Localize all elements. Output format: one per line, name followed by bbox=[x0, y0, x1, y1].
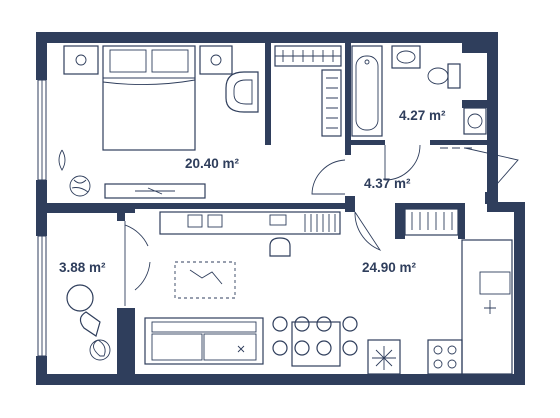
wardrobe-icon bbox=[274, 45, 342, 137]
sofa-icon bbox=[144, 317, 264, 365]
rug-icon bbox=[174, 261, 236, 299]
armchair-icon bbox=[269, 237, 291, 257]
desk-icon bbox=[159, 211, 341, 235]
window-icon bbox=[490, 212, 514, 222]
bed-icon bbox=[102, 45, 196, 151]
dining-table-icon bbox=[272, 316, 358, 367]
bathtub-icon bbox=[351, 45, 383, 137]
sink-icon bbox=[391, 45, 421, 69]
dresser-icon bbox=[104, 183, 206, 199]
stove-icon bbox=[427, 339, 463, 375]
nightstand-icon bbox=[63, 45, 233, 75]
door-icon bbox=[384, 144, 519, 193]
area-label-bedroom: 20.40 m² bbox=[185, 156, 240, 171]
washer-icon bbox=[463, 107, 487, 135]
window-icon bbox=[37, 79, 47, 357]
area-label-living-kitchen: 24.90 m² bbox=[362, 260, 417, 275]
door-icon bbox=[311, 159, 382, 251]
area-label-hall: 4.37 m² bbox=[364, 176, 411, 191]
walls bbox=[36, 32, 525, 385]
armchair-icon bbox=[225, 71, 259, 113]
toilet-icon bbox=[427, 63, 461, 89]
fridge-icon bbox=[367, 339, 401, 375]
wardrobe-icon bbox=[404, 208, 459, 236]
area-label-bathroom: 4.27 m² bbox=[399, 108, 446, 123]
balcony-furniture bbox=[66, 221, 151, 361]
plant-icon bbox=[58, 149, 91, 197]
kitchen-counter-icon bbox=[461, 239, 513, 375]
area-label-balcony: 3.88 m² bbox=[59, 260, 106, 275]
